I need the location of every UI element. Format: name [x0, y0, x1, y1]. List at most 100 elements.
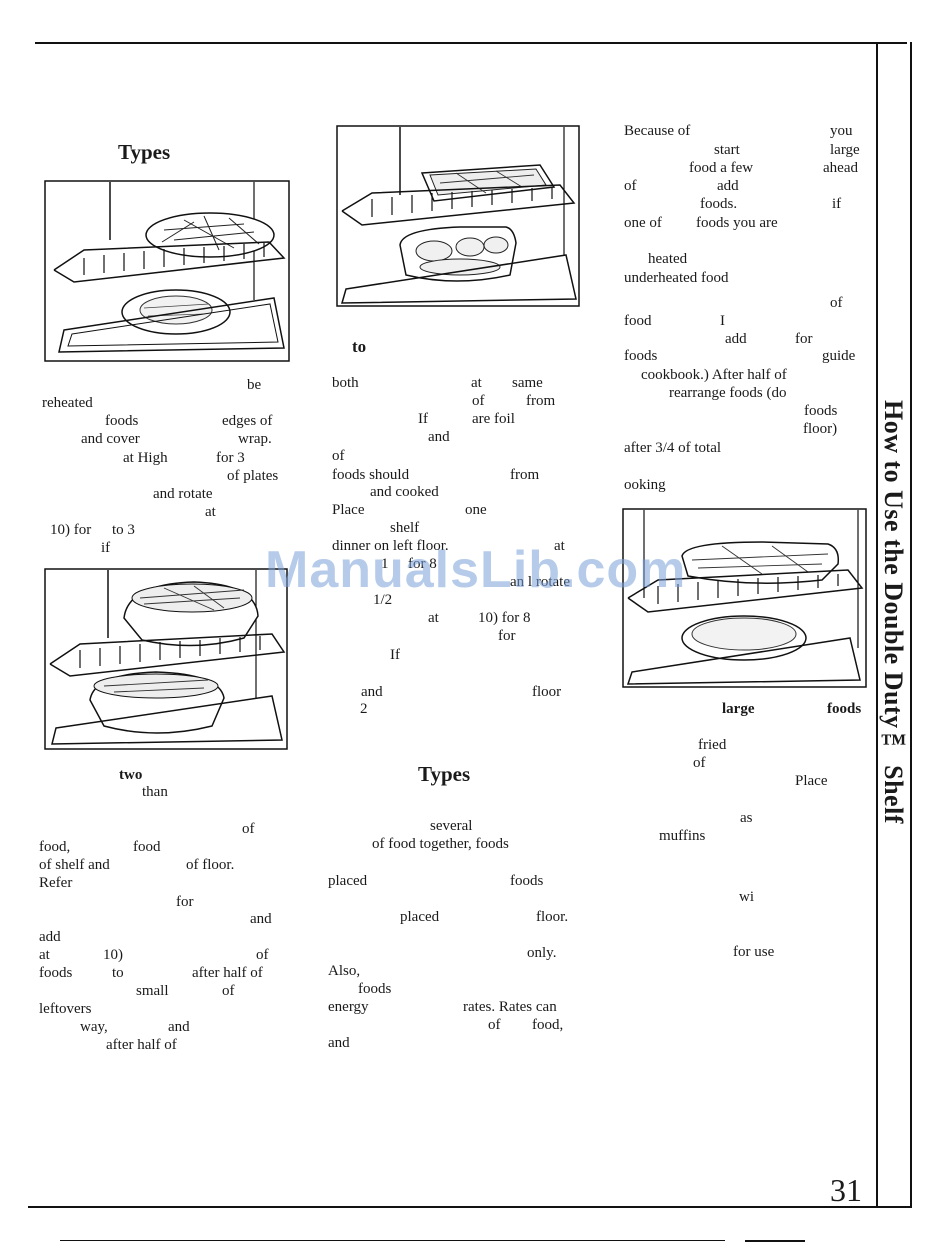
col3-fragment: if	[832, 196, 842, 212]
col3-fragment: rearrange foods (do	[669, 385, 787, 401]
col1-fragment: edges of	[222, 413, 273, 429]
col2-fragment: of	[332, 448, 345, 464]
col3-fragment: guide	[822, 348, 856, 364]
col2-fragment: and	[361, 684, 383, 700]
col2-fragment: several	[430, 818, 473, 834]
bottom-rule	[28, 1206, 912, 1208]
col1-fragment: small	[136, 983, 169, 999]
footer-rule	[60, 1240, 725, 1241]
col1-fragment: food,	[39, 839, 71, 855]
page-number: 31	[830, 1172, 862, 1208]
col3-fragment: one of	[624, 215, 662, 231]
col2-fragment: for	[498, 628, 516, 644]
col2-fragment: placed	[400, 909, 440, 925]
col3-fragment: add	[725, 331, 747, 347]
col1-fragment: foods	[39, 965, 73, 981]
col3-fragment: I	[720, 313, 725, 329]
col1-fragment: wrap.	[238, 431, 272, 447]
col2-fragment: 1/2	[373, 592, 393, 608]
col2-fragment: and	[428, 429, 450, 445]
col3-fragment: muffins	[659, 828, 706, 844]
oven-illustration-casseroles	[44, 568, 288, 750]
col2-fragment: floor.	[536, 909, 569, 925]
col1-fragment: food	[133, 839, 161, 855]
col1-fragment: at	[39, 947, 50, 963]
col1-fragment: of shelf and	[39, 857, 110, 873]
col1-fragment: leftovers	[39, 1001, 92, 1017]
col3-fragment: large	[830, 142, 860, 158]
col1-fragment: of floor.	[186, 857, 235, 873]
side-title: How to Use the Double Duty™ Shelf	[879, 400, 908, 824]
col2-fragment: 10) for 8	[478, 610, 531, 626]
col2-fragment: rates. Rates can	[463, 999, 557, 1015]
col2-heading: Types	[418, 762, 471, 786]
col2-fragment: foods	[510, 873, 544, 889]
col3-fragment: of	[830, 295, 843, 311]
col2-fragment: Also,	[328, 963, 361, 979]
col2-fragment: from	[510, 467, 540, 483]
col2-fragment: 1	[381, 556, 389, 572]
col3-fragment: large	[722, 701, 755, 717]
col1-fragment: of	[222, 983, 235, 999]
col2-fragment: floor	[532, 684, 562, 700]
col2-fragment: food,	[532, 1017, 564, 1033]
col2-fragment: If	[390, 647, 400, 663]
col3-fragment: for	[795, 331, 813, 347]
col2-fragment: at	[428, 610, 439, 626]
col2-fragment: are foil	[472, 411, 515, 427]
col2-fragment: shelf	[390, 520, 420, 536]
footer-rule-right	[745, 1240, 805, 1242]
col3-fragment: of	[624, 178, 637, 194]
col1-fragment: two	[119, 767, 143, 783]
col3-fragment: Place	[795, 773, 828, 789]
col1-fragment: and cover	[81, 431, 140, 447]
col2-fragment: one	[465, 502, 487, 518]
col3-fragment: foods	[827, 701, 862, 717]
col1-fragment: Refer	[39, 875, 73, 891]
col3-fragment: foods	[804, 403, 838, 419]
col2-fragment: at	[471, 375, 482, 391]
col1-fragment: and rotate	[153, 486, 213, 502]
col3-fragment: cookbook.) After half of	[641, 367, 787, 383]
oven-illustration-pie	[622, 508, 867, 688]
col1-fragment: if	[101, 540, 111, 556]
col2-fragment: energy	[328, 999, 369, 1015]
col2-fragment: If	[418, 411, 428, 427]
col1-fragment: at	[205, 504, 216, 520]
col3-fragment: food	[624, 313, 652, 329]
col2-fragment: 2	[360, 701, 368, 717]
col1-fragment: 10)	[103, 947, 123, 963]
col3-fragment: you	[830, 123, 853, 139]
top-rule	[35, 42, 907, 44]
col3-fragment: Because of	[624, 123, 691, 139]
col1-fragment: and	[250, 911, 272, 927]
col1-fragment: of plates	[227, 468, 279, 484]
col1-fragment: for	[176, 894, 194, 910]
col1-heading: Types	[118, 140, 171, 164]
col1-fragment: of	[256, 947, 269, 963]
watermark: ManualsLib.com	[265, 541, 687, 599]
col2-fragment: for 8	[408, 556, 437, 572]
col3-fragment: foods	[624, 348, 658, 364]
col2-fragment: and	[328, 1035, 350, 1051]
oven-illustration-plates	[44, 180, 290, 362]
col2-fragment: an l rotate	[510, 574, 570, 590]
col3-fragment: wi	[739, 889, 754, 905]
col3-fragment: as	[740, 810, 753, 826]
col2-fragment: dinner on left floor.	[332, 538, 449, 554]
col2-fragment: only.	[527, 945, 557, 961]
col2-fragment: placed	[328, 873, 368, 889]
col2-fragment: of food together, foods	[372, 836, 509, 852]
col1-fragment: add	[39, 929, 61, 945]
col1-fragment: of	[242, 821, 255, 837]
col2-fragment: same	[512, 375, 543, 391]
col2-fragment: of	[488, 1017, 501, 1033]
col1-fragment: and	[168, 1019, 190, 1035]
col1-fragment: to 3	[112, 522, 135, 538]
col3-fragment: heated	[648, 251, 688, 267]
col3-fragment: foods.	[700, 196, 738, 212]
col2-fragment: at	[554, 538, 565, 554]
col3-fragment: floor)	[803, 421, 838, 437]
col3-fragment: ooking	[624, 477, 666, 493]
col2-fragment: and cooked	[370, 484, 439, 500]
